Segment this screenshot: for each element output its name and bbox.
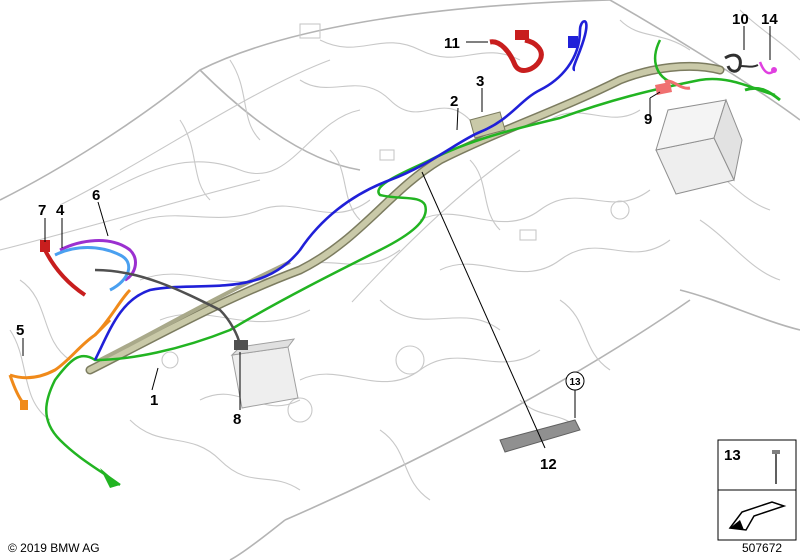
callout-12: 12 [540, 456, 557, 473]
inset-number: 13 [724, 447, 741, 464]
arrow-symbol-icon [728, 501, 787, 531]
svg-text:13: 13 [569, 377, 581, 388]
main-harness [85, 61, 725, 375]
callout-9: 9 [644, 111, 652, 128]
green-harness [45, 39, 781, 488]
ground-cables [724, 53, 777, 75]
callout-2: 2 [450, 93, 458, 110]
callout-6: 6 [92, 187, 100, 204]
circled-callout-13: 13 [565, 371, 585, 391]
front-module-wires [40, 239, 137, 297]
callout-7: 7 [38, 202, 46, 219]
grey-harness [94, 268, 248, 350]
callout-1: 1 [150, 392, 158, 409]
callout-3: 3 [476, 73, 484, 90]
callout-11: 11 [444, 35, 460, 52]
leader-lines [22, 26, 771, 449]
background-wiring [9, 9, 800, 501]
front-battery [230, 338, 299, 409]
copyright-text: © 2019 BMW AG [8, 541, 100, 555]
callout-labels: 1 2 3 4 5 6 7 8 9 10 11 12 14 [16, 11, 778, 473]
callout-4: 4 [56, 202, 65, 219]
rear-battery [655, 98, 743, 195]
callout-14: 14 [761, 11, 778, 28]
red-cable [489, 30, 544, 73]
blue-wire [93, 19, 588, 361]
callout-10: 10 [732, 11, 749, 28]
inset-part-13: 13 [717, 439, 797, 541]
bolt-icon [772, 450, 780, 484]
callout-8: 8 [233, 411, 241, 428]
battery-terminal [655, 79, 691, 95]
orange-harness [8, 288, 132, 410]
callout-5: 5 [16, 322, 24, 339]
diagram-id: 507672 [742, 541, 782, 555]
